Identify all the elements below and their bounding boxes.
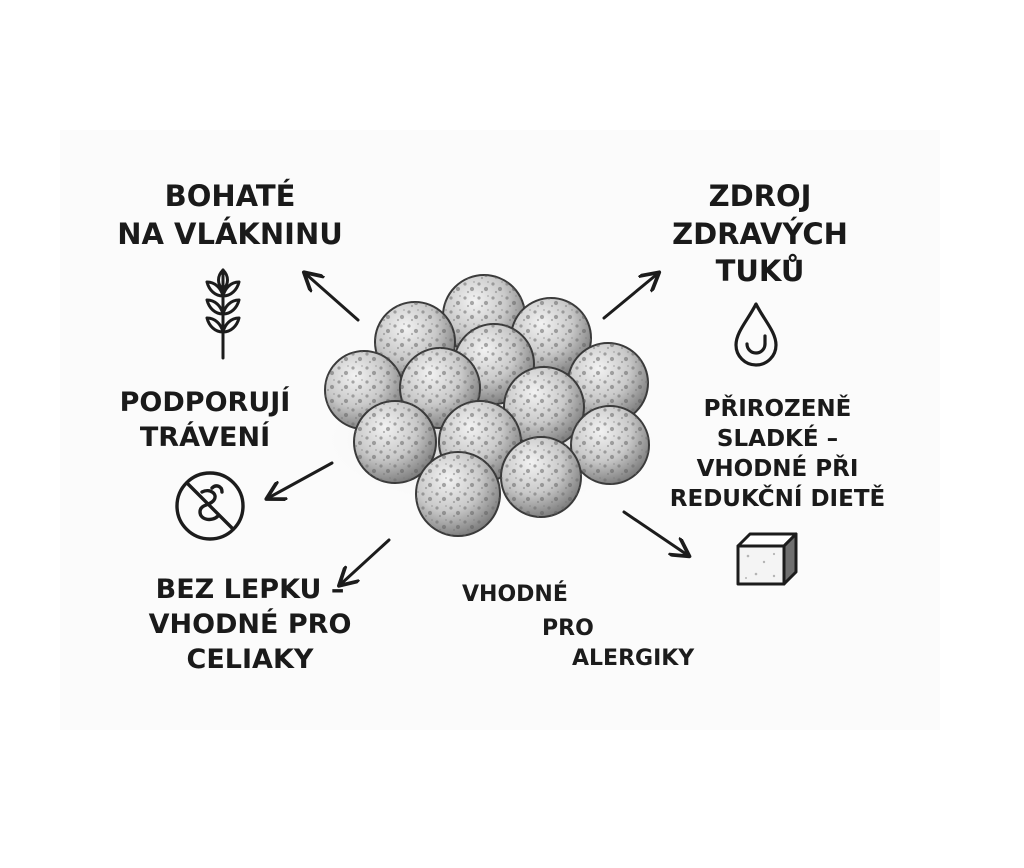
sugar-cube-icon bbox=[736, 532, 798, 586]
energy-balls bbox=[324, 274, 650, 537]
arrow-to-gluten bbox=[342, 538, 391, 583]
allergy-line-2: PRO bbox=[542, 616, 594, 641]
label-fiber: BOHATÉ NA VLÁKNINU bbox=[117, 179, 343, 251]
energy-ball bbox=[567, 342, 649, 424]
arrow-to-digestion bbox=[270, 461, 334, 497]
energy-ball bbox=[570, 405, 650, 485]
arrow-to-fats bbox=[602, 275, 656, 320]
no-bloating-icon bbox=[175, 471, 245, 541]
label-gluten-free: BEZ LEPKU – VHODNÉ PRO CELIAKY bbox=[148, 574, 352, 676]
allergy-line-1: VHODNÉ bbox=[462, 582, 568, 607]
energy-ball bbox=[500, 436, 582, 518]
arrow-to-fiber bbox=[307, 275, 360, 322]
label-digestion: PODPORUJÍ TRÁVENÍ bbox=[119, 387, 291, 454]
label-healthy-fats: ZDROJ ZDRAVÝCH TUKŮ bbox=[672, 179, 848, 289]
label-naturally-sweet: PŘIROZENĚ SLADKÉ – VHODNÉ PŘI REDUKČNÍ D… bbox=[669, 396, 886, 512]
energy-ball bbox=[353, 400, 437, 484]
wheat-icon bbox=[205, 268, 241, 360]
label-allergy-friendly: VHODNÉ PRO ALERGIKY bbox=[458, 578, 718, 678]
energy-ball bbox=[503, 366, 585, 448]
water-drop-icon bbox=[734, 302, 778, 367]
arrow-to-sweet bbox=[622, 510, 686, 554]
allergy-line-3: ALERGIKY bbox=[572, 646, 695, 671]
energy-ball bbox=[415, 451, 501, 537]
